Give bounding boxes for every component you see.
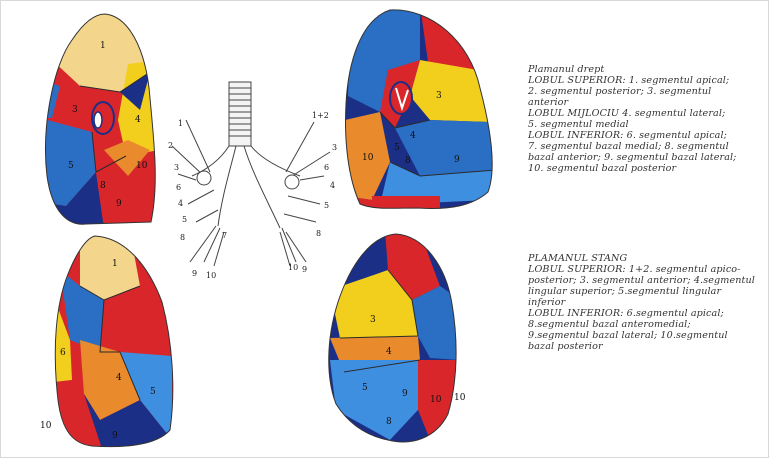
segment-label: 10 xyxy=(136,161,148,171)
segment-label: 5 xyxy=(150,387,156,397)
segment-label: 3 xyxy=(72,105,78,115)
segment-label: 9 xyxy=(454,155,460,165)
legend-line: 5. segmentul medial xyxy=(528,119,758,130)
lung-lower-right xyxy=(320,230,465,450)
legend-line: LOBUL SUPERIOR: 1. segmentul apical; xyxy=(528,75,758,86)
tree-label: 4 xyxy=(330,181,335,190)
segment-label: 4 xyxy=(410,131,416,141)
legend-line: bazal anterior; 9. segmentul bazal later… xyxy=(528,152,758,163)
tree-label: 10 xyxy=(288,263,298,272)
segment-label: 4 xyxy=(386,347,392,357)
segment-label: 5 xyxy=(362,383,368,393)
tree-label: 7 xyxy=(222,231,227,240)
segment-label: 8 xyxy=(405,156,411,166)
segment-label: 9 xyxy=(402,389,408,399)
legend-line: LOBUL INFERIOR: 6. segmentul apical; xyxy=(528,130,758,141)
legend-line: LOBUL INFERIOR: 6.segmentul apical; xyxy=(528,308,758,319)
segment-label: 10 xyxy=(430,395,442,405)
segment-label: 9 xyxy=(116,199,122,209)
legend-line: inferior xyxy=(528,297,758,308)
legend-heading: Plamanul drept xyxy=(528,64,758,75)
tree-label: 6 xyxy=(324,163,329,172)
legend-line: lingular superior; 5.segmentul lingular xyxy=(528,286,758,297)
legend-heading: PLAMANUL STANG xyxy=(528,253,758,264)
tree-label: 3 xyxy=(332,143,337,152)
legend-line: anterior xyxy=(528,97,758,108)
segment-label: 6 xyxy=(60,348,66,358)
tree-label: 2 xyxy=(168,141,173,150)
bronchial-tree xyxy=(172,82,330,266)
tree-label: 4 xyxy=(178,199,183,208)
segment-label: 10 xyxy=(454,393,466,403)
legend-line: 2. segmentul posterior; 3. segmentul xyxy=(528,86,758,97)
segment-label: 4 xyxy=(135,115,141,125)
tree-label: 9 xyxy=(302,265,307,274)
legend-line: LOBUL SUPERIOR: 1+2. segmentul apico- xyxy=(528,264,758,275)
tree-label: 9 xyxy=(192,269,197,278)
segment-label: 4 xyxy=(116,373,122,383)
segment-label: 10 xyxy=(362,153,374,163)
legend-line: 8.segmentul bazal anteromedial; xyxy=(528,319,758,330)
tree-label: 5 xyxy=(324,201,329,210)
legend-line: 7. segmentul bazal medial; 8. segmentul xyxy=(528,141,758,152)
tree-label: 3 xyxy=(174,163,179,172)
tree-label: 6 xyxy=(176,183,181,192)
segment-label: 8 xyxy=(100,181,106,191)
segment-label: 3 xyxy=(436,91,442,101)
tree-label: 1 xyxy=(178,119,183,128)
segment-label: 5 xyxy=(394,143,400,153)
tree-label: 5 xyxy=(182,215,187,224)
legend-line: bazal posterior xyxy=(528,341,758,352)
legend-line: 10. segmentul bazal posterior xyxy=(528,163,758,174)
tree-label: 10 xyxy=(206,271,216,280)
lung-upper-right xyxy=(340,5,500,215)
tree-label: 1+2 xyxy=(312,111,329,120)
legend-right-lung: Plamanul drept LOBUL SUPERIOR: 1. segmen… xyxy=(528,64,758,174)
segment-label: 5 xyxy=(68,161,74,171)
legend-line: 9.segmentul bazal lateral; 10.segmentul xyxy=(528,330,758,341)
segment-label: 3 xyxy=(370,315,376,325)
legend-line: posterior; 3. segmentul anterior; 4.segm… xyxy=(528,275,758,286)
segment-label: 10 xyxy=(40,421,52,431)
tree-label: 8 xyxy=(316,229,321,238)
legend-left-lung: PLAMANUL STANG LOBUL SUPERIOR: 1+2. segm… xyxy=(528,253,758,352)
segment-label: 1 xyxy=(100,41,106,51)
legend-line: LOBUL MIJLOCIU 4. segmentul lateral; xyxy=(528,108,758,119)
segment-label: 8 xyxy=(386,417,392,427)
segment-label: 9 xyxy=(112,431,118,441)
segment-label: 1 xyxy=(112,259,118,269)
tree-label: 8 xyxy=(180,233,185,242)
